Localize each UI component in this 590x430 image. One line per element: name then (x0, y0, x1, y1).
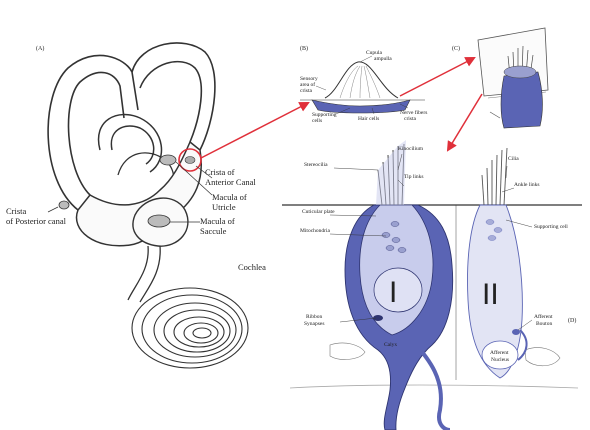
bundle-leader (490, 112, 500, 118)
cupula-strands (340, 66, 380, 98)
label-mitochondria: Mitochondria (300, 228, 330, 234)
panel-a-inner-ear: (A) (6, 43, 266, 368)
label-afferent-1: Afferent (534, 313, 553, 320)
cochlea (132, 288, 248, 368)
type-i-nucleus (374, 268, 422, 312)
supporting-nucleus-1 (330, 343, 365, 360)
label-supporting-cell: Supporting cell (534, 224, 568, 230)
label-crista-anterior-2: Anterior Canal (205, 177, 256, 187)
panel-d-hair-cells: (D) I II (282, 140, 582, 430)
label-sensory-3: crista (300, 88, 312, 94)
label-stereocilia: Stereocilia (304, 162, 328, 168)
type-ii-stereocilia (482, 148, 507, 205)
label-crista-anterior-1: Crista of (205, 167, 235, 177)
label-nerve-1: Nerve fibers (400, 109, 427, 116)
label-crista-posterior-2: of Posterior canal (6, 216, 67, 226)
label-ribbon-1: Ribbon (306, 314, 322, 320)
label-cochlea: Cochlea (238, 262, 266, 272)
macula-saccule-patch (148, 215, 170, 227)
panel-a-label: (A) (36, 45, 44, 52)
label-crista-posterior-1: Crista (6, 206, 27, 216)
label-macula-saccule-1: Macula of (200, 216, 235, 226)
label-macula-utricle-2: Utricle (212, 202, 236, 212)
panel-b-label: (B) (300, 45, 308, 52)
panel-c-hair-bundle: (C) (452, 28, 548, 128)
panel-c-label: (C) (452, 45, 460, 52)
label-nucleus-1: Afferent (490, 349, 509, 356)
panel-b-crista: (B) Cupula ampulla Sensory area of crist… (300, 45, 427, 124)
label-supporting-2: cells (312, 118, 322, 124)
macula-utricle-patch (160, 155, 176, 165)
cochlear-duct (128, 246, 160, 302)
panel-d-label: (D) (568, 317, 576, 324)
bundle-top (504, 66, 536, 78)
crista-anterior-patch (185, 157, 195, 164)
label-nerve-2: crista (404, 116, 416, 122)
type-ii-numeral: II (482, 278, 499, 311)
label-cuticular-plate: Cuticular plate (302, 209, 335, 215)
label-nucleus-2: Nucleus (491, 357, 509, 363)
cupula (325, 62, 398, 98)
label-tip-links-left: Tip links (404, 174, 424, 180)
afferent-bouton-mark (512, 329, 520, 335)
label-ampulla: ampulla (374, 56, 392, 62)
basement-membrane (290, 385, 578, 388)
label-kinocilium-left: Kinocilium (398, 146, 424, 152)
label-ankle-links: Ankle links (514, 182, 540, 188)
label-calyx: Calyx (384, 342, 397, 348)
label-afferent-2: Bouton (536, 321, 552, 327)
label-macula-utricle-1: Macula of (212, 192, 247, 202)
label-cilia-right: Cilia (508, 156, 519, 162)
label-ribbon-2: Synapses (304, 321, 324, 327)
label-macula-saccule-2: Saccule (200, 226, 227, 236)
bundle-cell (501, 72, 542, 128)
supporting-nucleus-2 (525, 348, 560, 366)
type-i-numeral: I (389, 276, 397, 309)
label-hair-cells: Hair cells (358, 116, 379, 122)
posterior-canal (48, 55, 138, 210)
anterior-canal (132, 43, 215, 150)
crista-posterior-patch (59, 201, 69, 209)
horizontal-canal (99, 115, 162, 172)
label-sensory-2: area of (300, 81, 315, 88)
